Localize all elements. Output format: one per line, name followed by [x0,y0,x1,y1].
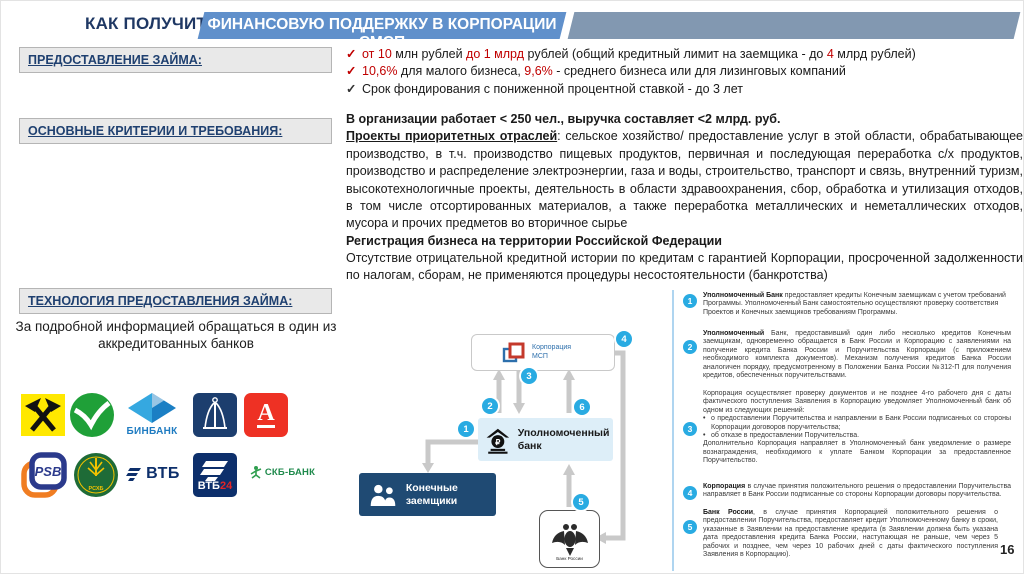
checkmark-icon: ✓ [346,64,357,79]
alfabank-letter: А [257,400,275,426]
checkmark-icon: ✓ [346,81,357,96]
vtb24-logo: ВТБ24 [193,453,237,497]
step-badge-5: 5 [573,494,589,510]
vtb-wing-icon [126,468,142,481]
loan-term-item: ✓ 10,6% для малого бизнеса, 9,6% - средн… [346,64,1023,79]
rshb-text: РСХБ [88,486,104,492]
step-badge-3: 3 [521,368,537,384]
loan-term-text: 10,6% для малого бизнеса, 9,6% - среднег… [362,64,846,79]
section-label-technology: ТЕХНОЛОГИЯ ПРЕДОСТАВЛЕНИЯ ЗАЙМА: [19,288,332,314]
loan-term-item: ✓ Срок фондирования с пониженной процент… [346,81,1023,97]
page-number: 16 [1000,542,1015,557]
step-badge-4: 4 [616,331,632,347]
title-banner-tail [567,12,1021,39]
raiffeisen-logo [21,394,65,436]
criteria-text-block: В организации работает < 250 чел., выруч… [346,111,1023,285]
alfabank-underline [257,425,275,428]
panel-divider [672,290,674,571]
people-icon [370,484,396,506]
corp-msp-icon [502,342,525,362]
psb-text: PSB [35,464,62,479]
skb-logo: СКБ-БАНК [247,462,317,482]
page-title-banner: ФИНАНСОВУЮ ПОДДЕРЖКУ В КОРПОРАЦИИ СМСП [207,16,557,51]
checkmark-icon: ✓ [346,47,357,61]
vtb-text: ВТБ [146,465,180,482]
double-eagle-icon [551,523,588,556]
vtb-logo: ВТБ [121,459,185,489]
process-step-3-bullet: •об отказе в предоставлении Поручительст… [703,431,860,439]
step-badge-2: 2 [482,398,498,414]
end-borrowers-box: Конечные заемщики [359,473,496,516]
vtb24-text: ВТБ24 [197,480,233,492]
criteria-line-industries: Проекты приоритетных отраслей: сельское … [346,129,1023,231]
rshb-icon [74,453,118,497]
page-title-prefix: КАК ПОЛУЧИТЬ [85,14,220,33]
process-step-5-text: Банк России, в случае принятия Корпораци… [703,509,999,558]
criteria-line-registration: Регистрация бизнеса на территории Россий… [346,233,722,248]
loan-term-item: ✓ от 10 млн рублей до 1 млрд рублей (общ… [346,47,1023,62]
process-step-2-badge: 2 [683,340,697,354]
loan-term-text: от 10 млн рублей до 1 млрд рублей (общий… [362,47,916,61]
section-label-technology-text: ТЕХНОЛОГИЯ ПРЕДОСТАВЛЕНИЯ ЗАЙМА: [28,294,293,308]
process-step-2-text: Уполномоченный Банк, предоставивший один… [703,330,1011,379]
bank-of-russia-label: Банк России [556,555,583,561]
alfabank-logo: А [244,393,288,437]
bank-building-icon: ₽ [486,428,510,454]
process-step-4-text: Корпорация в случае принятия положительн… [703,483,1011,499]
process-step-5-badge: 5 [683,520,697,534]
tower-icon [203,397,227,429]
loan-terms-list: ✓ от 10 млн рублей до 1 млрд рублей (общ… [346,47,1023,99]
authorized-bank-label: Уполномоченный банк [517,427,610,452]
corp-msp-box: Корпорация МСП [471,334,615,371]
end-borrowers-label: Конечные заемщики [405,481,458,507]
binbank-diamond-icon [128,393,176,423]
svg-text:₽: ₽ [495,437,500,446]
criteria-line-history: Отсутствие отрицательной кредитной истор… [346,251,1023,283]
section-label-criteria: ОСНОВНЫЕ КРИТЕРИИ И ТРЕБОВАНИЯ: [19,118,332,144]
process-step-4-badge: 4 [683,486,697,500]
process-step-3-bullet: •о предоставлении Поручительства и напра… [703,415,1011,431]
binbank-logo: БИНБАНК [121,392,183,442]
authorized-bank-box: ₽ Уполномоченный банк [478,418,613,461]
criteria-line-size: В организации работает < 250 чел., выруч… [346,112,781,126]
binbank-text: БИНБАНК [126,426,178,437]
psb-icon: PSB [21,452,67,498]
info-note: За подробной информацией обращаться в од… [15,319,337,351]
sberbank-logo [69,392,115,438]
skb-bird-icon [250,466,262,479]
process-step-1-text: Уполномоченный Банк предоставляет кредит… [703,292,1006,316]
rshb-logo: РСХБ [73,452,119,498]
crossed-picks-icon [25,398,61,432]
process-step-3-badge: 3 [683,422,697,436]
section-label-loan: ПРЕДОСТАВЛЕНИЕ ЗАЙМА: [19,47,332,73]
globex-logo [193,393,237,437]
process-step-3-intro: Корпорация осуществляет проверку докумен… [703,390,1011,414]
bank-of-russia-box: Банк России [539,510,600,568]
process-diagram-arrows [422,350,626,544]
loan-term-text: Срок фондирования с пониженной процентно… [362,81,743,96]
process-step-1-badge: 1 [683,294,697,308]
section-label-criteria-text: ОСНОВНЫЕ КРИТЕРИИ И ТРЕБОВАНИЯ: [28,124,283,138]
corp-msp-label: Корпорация МСП [532,344,572,360]
step-badge-6: 6 [574,399,590,415]
sberbank-icon [70,393,114,437]
psb-logo: PSB [21,452,67,498]
process-step-3-extra: Дополнительно Корпорация направляет в Уп… [703,440,1011,465]
process-step-3-text: Корпорация осуществляет проверку докумен… [703,390,1011,466]
skb-text: СКБ-БАНК [264,466,316,478]
vtb24-wing-icon [200,461,228,481]
section-label-loan-text: ПРЕДОСТАВЛЕНИЕ ЗАЙМА: [28,53,202,67]
step-badge-1: 1 [458,421,474,437]
